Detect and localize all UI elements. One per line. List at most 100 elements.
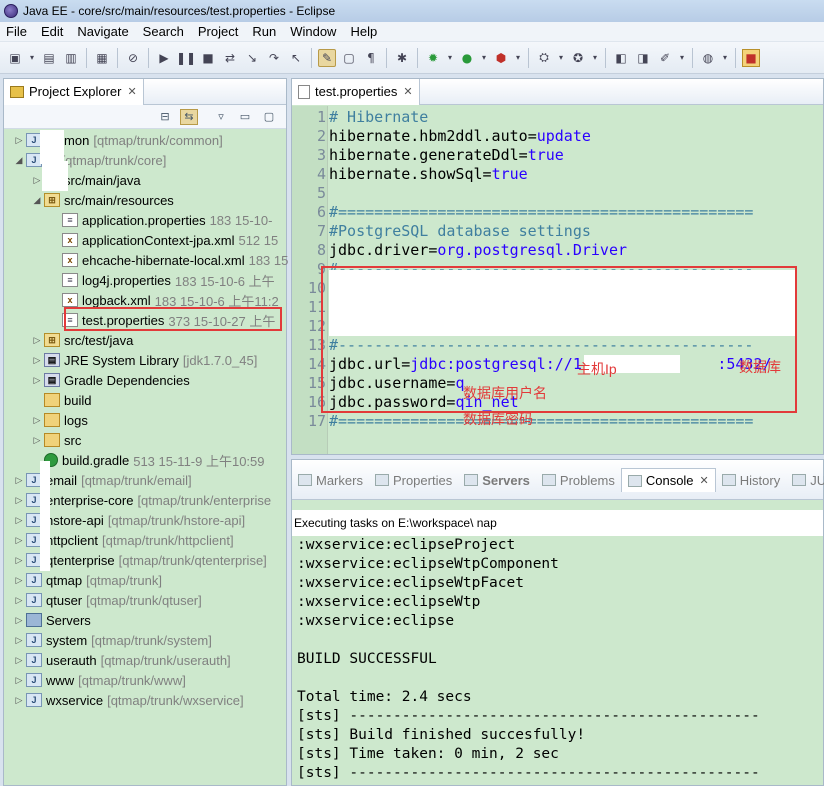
link-with-editor-icon[interactable]: ⇆	[180, 108, 198, 125]
menu-item-file[interactable]: File	[6, 24, 27, 39]
collapsed-arrow-icon[interactable]: ▷	[15, 694, 23, 705]
globe-dropdown-icon[interactable]: ▾	[722, 53, 727, 62]
collapsed-arrow-icon[interactable]: ▷	[15, 634, 23, 645]
external-tools-dropdown-icon[interactable]: ▾	[515, 53, 520, 62]
collapsed-arrow-icon[interactable]: ▷	[33, 374, 41, 385]
collapsed-arrow-icon[interactable]: ▷	[15, 574, 23, 585]
expanded-arrow-icon[interactable]: ◢	[33, 194, 41, 205]
search-dropdown-icon[interactable]: ▾	[679, 53, 684, 62]
tab-console[interactable]: Console✕	[620, 468, 716, 492]
collapsed-arrow-icon[interactable]: ▷	[33, 174, 41, 185]
terminate-icon[interactable]: ■	[202, 50, 214, 65]
stop-icon[interactable]: ■	[742, 48, 760, 67]
show-whitespace-icon[interactable]: ¶	[367, 50, 375, 65]
new-server-dropdown-icon[interactable]: ▾	[558, 53, 563, 62]
expanded-arrow-icon[interactable]: ◢	[15, 154, 23, 165]
tree-item-src-test-java[interactable]: ▷⊞src/test/java	[32, 330, 134, 350]
view-menu-icon[interactable]: ▿	[218, 110, 224, 123]
close-icon[interactable]: ✕	[403, 86, 413, 98]
run-icon[interactable]: ●	[461, 50, 473, 65]
collapsed-arrow-icon[interactable]: ▷	[15, 614, 23, 625]
block-selection-icon[interactable]: ▢	[343, 50, 355, 65]
collapsed-arrow-icon[interactable]: ▷	[15, 554, 23, 565]
open-task-icon[interactable]: ◨	[637, 50, 649, 65]
toggle-mark-occurrences-icon[interactable]: ✎	[318, 48, 336, 67]
save-icon[interactable]: ▤	[43, 50, 55, 65]
globe-icon[interactable]: ◍	[702, 50, 714, 65]
menu-item-run[interactable]: Run	[252, 24, 277, 39]
skip-breakpoints-icon[interactable]: ⊘	[127, 50, 139, 65]
new-dropdown-icon[interactable]: ▾	[29, 53, 34, 62]
run-dropdown-icon[interactable]: ▾	[481, 53, 486, 62]
step-over-icon[interactable]: ↷	[268, 50, 280, 65]
tree-item-src[interactable]: ▷src	[32, 430, 82, 450]
maximize-icon[interactable]: ▢	[263, 110, 275, 123]
gear-icon[interactable]: ✱	[396, 50, 408, 65]
step-into-icon[interactable]: ↘	[246, 50, 258, 65]
tab-servers[interactable]: Servers	[458, 468, 536, 492]
disconnect-icon[interactable]: ⇄	[224, 50, 236, 65]
collapsed-arrow-icon[interactable]: ▷	[15, 594, 23, 605]
debug-icon[interactable]: ✹	[427, 50, 439, 65]
tab-problems[interactable]: Problems	[536, 468, 621, 492]
new-java-class-dropdown-icon[interactable]: ▾	[592, 53, 597, 62]
tab-project-explorer[interactable]: Project Explorer ✕	[4, 78, 144, 105]
console-output[interactable]: :wxservice:eclipseProject:wxservice:ecli…	[297, 536, 760, 783]
tree-item-build[interactable]: build	[32, 390, 91, 410]
new-icon[interactable]: ▣	[9, 50, 21, 65]
suspend-icon[interactable]: ❚❚	[175, 50, 197, 65]
collapsed-arrow-icon[interactable]: ▷	[33, 414, 41, 425]
collapsed-arrow-icon[interactable]: ▷	[15, 514, 23, 525]
collapsed-arrow-icon[interactable]: ▷	[33, 354, 41, 365]
resume-icon[interactable]: ▶	[159, 50, 169, 65]
tree-item-servers[interactable]: ▷Servers	[14, 610, 91, 630]
tab-test-properties[interactable]: test.properties ✕	[292, 78, 420, 105]
close-icon[interactable]: ✕	[127, 86, 137, 98]
minimize-icon[interactable]: ▭	[239, 110, 251, 123]
save-all-icon[interactable]: ▥	[65, 50, 77, 65]
new-server-icon[interactable]: ⛭	[539, 50, 549, 64]
close-icon[interactable]: ✕	[699, 475, 709, 487]
collapsed-arrow-icon[interactable]: ▷	[33, 434, 41, 445]
tree-item-jre-system-library[interactable]: ▷▤JRE System Library[jdk1.7.0_45]	[32, 350, 258, 370]
menu-item-edit[interactable]: Edit	[40, 24, 64, 39]
collapsed-arrow-icon[interactable]: ▷	[15, 494, 23, 505]
tree-item-logs[interactable]: ▷logs	[32, 410, 88, 430]
collapsed-arrow-icon[interactable]: ▷	[33, 334, 41, 345]
open-type-icon[interactable]: ◧	[615, 50, 627, 65]
tab-history[interactable]: History	[716, 468, 786, 492]
debug-dropdown-icon[interactable]: ▾	[447, 53, 452, 62]
search-icon[interactable]: ✐	[659, 50, 671, 65]
tree-item-gradle-dependencies[interactable]: ▷▤Gradle Dependencies	[32, 370, 190, 390]
collapse-all-icon[interactable]: ⊟	[160, 110, 170, 123]
print-icon[interactable]: ▦	[96, 50, 108, 65]
collapsed-arrow-icon[interactable]: ▷	[15, 474, 23, 485]
menu-item-window[interactable]: Window	[290, 24, 337, 39]
menu-item-project[interactable]: Project	[197, 24, 239, 39]
tree-item-src-main-resources[interactable]: ◢⊞src/main/resources	[32, 190, 174, 210]
collapsed-arrow-icon[interactable]: ▷	[15, 534, 23, 545]
menu-item-navigate[interactable]: Navigate	[77, 24, 129, 39]
collapsed-arrow-icon[interactable]: ▷	[15, 654, 23, 665]
new-java-class-icon[interactable]: ✪	[572, 50, 584, 65]
collapsed-arrow-icon[interactable]: ▷	[15, 674, 23, 685]
menu-item-search[interactable]: Search	[142, 24, 184, 39]
tab-ju[interactable]: JU	[786, 468, 824, 492]
